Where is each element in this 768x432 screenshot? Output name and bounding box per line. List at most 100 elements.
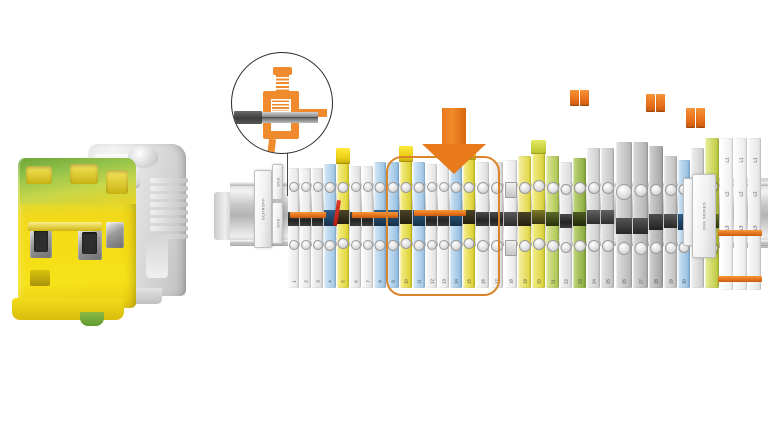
- wire-slot: [504, 182, 517, 198]
- phase-label: L1: [738, 157, 743, 163]
- orange-bridge-bar[interactable]: [352, 212, 398, 218]
- terminal-block[interactable]: 15: [463, 156, 475, 288]
- contact-band: [438, 212, 449, 226]
- screw-ring: [476, 240, 489, 252]
- screw-ring: [650, 242, 662, 254]
- terminal-block[interactable]: 29: [664, 156, 677, 288]
- screw-ring: [601, 240, 614, 252]
- contact-band: [532, 210, 545, 224]
- screw-thread-icon: [276, 75, 289, 91]
- terminal-block-product-photo: [0, 130, 236, 330]
- terminal-block[interactable]: 23: [573, 158, 586, 288]
- terminal-block[interactable]: 6: [350, 166, 361, 288]
- contact-band: [601, 210, 614, 224]
- screw-ring: [324, 182, 336, 193]
- contact-band: [504, 212, 517, 226]
- contact-band: [587, 210, 600, 224]
- lever-actuator[interactable]: [570, 90, 579, 106]
- screw-ring: [413, 240, 425, 251]
- terminal-block[interactable]: 9: [387, 162, 399, 288]
- screw-ring: [288, 182, 299, 192]
- grey-terminal-ribs: [150, 178, 188, 242]
- marker-strip-left-a-label: SNK: [275, 177, 280, 187]
- lever-actuator[interactable]: [656, 94, 665, 112]
- terminal-number: 6: [353, 280, 358, 283]
- phase-block-l2[interactable]: L1 L2 L3: [734, 138, 747, 290]
- screw-ring: [312, 240, 323, 250]
- terminal-block[interactable]: 2: [300, 168, 311, 288]
- clamp-arm-bottom: [266, 138, 277, 153]
- screw-ring: [387, 240, 399, 251]
- terminal-block[interactable]: 11: [413, 162, 425, 288]
- jumper-bridge[interactable]: [531, 140, 546, 154]
- lever-actuator[interactable]: [696, 108, 705, 128]
- phase-label: L1: [752, 157, 757, 163]
- terminal-block[interactable]: 12: [426, 164, 437, 288]
- terminal-block[interactable]: 1: [288, 168, 299, 288]
- terminal-number: 24: [591, 279, 596, 284]
- screw-ring: [362, 182, 373, 192]
- terminal-block[interactable]: 19: [518, 156, 531, 288]
- terminal-block[interactable]: 21: [546, 156, 559, 288]
- phase-label: L2: [738, 191, 743, 197]
- wire-insulation-sheath: [234, 111, 262, 124]
- screw-ring: [400, 238, 412, 249]
- terminal-block[interactable]: 10: [400, 158, 412, 288]
- marker-strip-left-a: SNK: [272, 164, 283, 200]
- jumper-bridge[interactable]: [336, 148, 350, 164]
- contact-band: [350, 212, 361, 226]
- screw-ring: [616, 184, 632, 200]
- orange-bridge-bar[interactable]: [290, 212, 326, 218]
- phase-block-l3[interactable]: L1 L2 L3: [748, 138, 761, 290]
- contact-band: [426, 212, 437, 226]
- terminal-block[interactable]: 8: [374, 162, 386, 288]
- screw-ring: [438, 240, 449, 250]
- marker-strip-left-b: SNK: [272, 202, 283, 244]
- terminal-block[interactable]: 22: [560, 162, 572, 288]
- end-bracket-right-label: SNK SERIES: [701, 201, 707, 231]
- phase-label: L2: [752, 191, 757, 197]
- terminal-block[interactable]: 5: [337, 160, 349, 288]
- contact-band: [573, 212, 586, 226]
- screw-ring: [560, 242, 572, 253]
- screw-ring: [617, 242, 631, 255]
- terminal-block[interactable]: 20: [532, 152, 545, 288]
- terminal-block[interactable]: 14: [450, 160, 462, 288]
- terminal-block[interactable]: 7: [362, 166, 373, 288]
- screw-ring: [324, 240, 336, 251]
- orange-bridge-bar[interactable]: [718, 276, 762, 282]
- contact-band: [300, 212, 311, 226]
- orange-bridge-bar[interactable]: [414, 210, 466, 216]
- terminal-number: 8: [377, 280, 383, 283]
- pe-contact-metal-3: [106, 222, 124, 248]
- lever-actuator[interactable]: [580, 90, 589, 106]
- terminal-block[interactable]: 24: [587, 148, 600, 288]
- terminal-block[interactable]: 26: [616, 142, 632, 288]
- terminal-block[interactable]: 25: [601, 148, 614, 288]
- terminal-block[interactable]: 18: [504, 160, 517, 288]
- terminal-block[interactable]: 3: [312, 168, 323, 288]
- end-bracket-right: SNK SERIES: [692, 174, 716, 258]
- screw-ring: [546, 240, 559, 252]
- contact-band: [546, 212, 559, 226]
- terminal-block[interactable]: 16: [476, 162, 489, 288]
- terminal-block[interactable]: 28: [649, 146, 663, 288]
- screw-ring: [463, 238, 475, 249]
- lever-actuator[interactable]: [646, 94, 655, 112]
- terminal-block[interactable]: 27: [633, 142, 648, 288]
- terminal-block[interactable]: 13: [438, 164, 449, 288]
- terminal-number: 25: [605, 279, 610, 284]
- phase-block-l1[interactable]: L1 L2 L3: [720, 138, 733, 290]
- screw-ring: [300, 182, 311, 192]
- jumper-bridge[interactable]: [399, 146, 413, 162]
- lever-actuator[interactable]: [686, 108, 695, 128]
- contact-band: [649, 214, 663, 230]
- orange-bridge-bar[interactable]: [718, 230, 762, 236]
- screw-ring: [476, 182, 489, 194]
- terminal-number: 21: [550, 279, 555, 284]
- terminal-block[interactable]: 4: [324, 164, 336, 288]
- end-bracket-left-label: SCHROFF: [260, 197, 266, 221]
- contact-band: [518, 212, 531, 226]
- grey-terminal-clip: [146, 234, 168, 278]
- screw-ring: [601, 182, 614, 194]
